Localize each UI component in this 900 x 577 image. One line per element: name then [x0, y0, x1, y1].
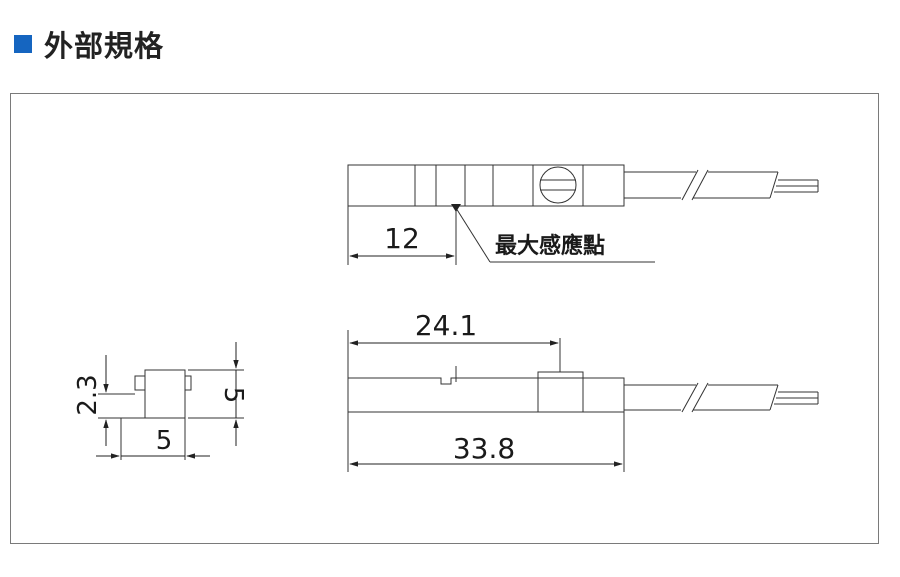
- max-sensing-point-label: 最大感應點: [495, 233, 605, 259]
- top-view: [347, 164, 819, 265]
- dim-label-24-1: 24.1: [415, 309, 477, 342]
- dim-label-33-8: 33.8: [453, 432, 515, 465]
- drawing-frame: [10, 93, 879, 544]
- heading-bullet-square: [14, 35, 32, 53]
- end-view: [98, 369, 244, 460]
- end-view-profile: [134, 369, 192, 419]
- dim-label-12: 12: [384, 222, 420, 255]
- dim-label-width-5: 5: [156, 426, 173, 456]
- dim-label-offset-2-3: 2.3: [73, 374, 103, 415]
- section-title: 外部規格: [44, 29, 165, 63]
- callout-leader: [455, 207, 491, 263]
- screw-head: [539, 166, 577, 204]
- top-view-body: [347, 164, 625, 207]
- side-view: [347, 330, 819, 472]
- dim-label-height-5: 5: [218, 387, 248, 404]
- section-heading: 外部規格: [14, 24, 164, 64]
